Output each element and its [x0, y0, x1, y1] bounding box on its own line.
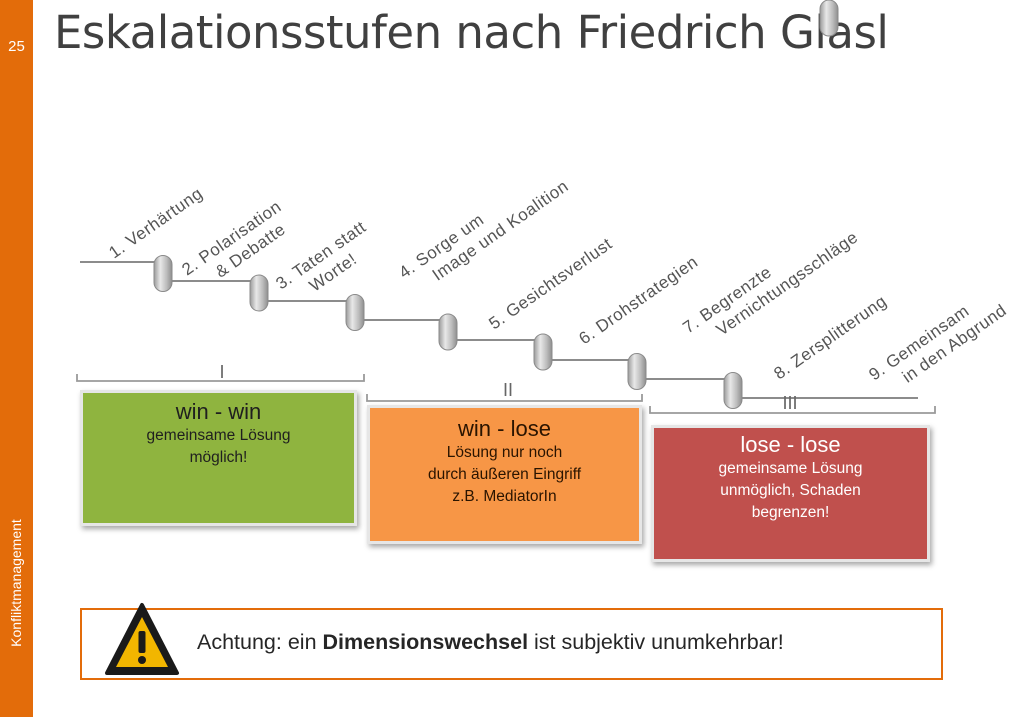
stage-6-label: 6. Drohstrategien [575, 252, 701, 348]
level-3-heading: lose - lose [740, 432, 841, 457]
staircase-peg [345, 294, 365, 331]
level-1-heading: win - win [175, 399, 262, 424]
warning-text: Achtung: ein Dimensionswechsel ist subje… [197, 630, 784, 655]
level-1-bracket [76, 374, 365, 382]
staircase-peg [533, 333, 553, 371]
stage-1-label: 1. Verhärtung [105, 184, 206, 263]
warning-text-bold: Dimensionswechsel [322, 630, 529, 654]
level-1-roman: I [219, 362, 224, 382]
staircase-lines [80, 261, 918, 399]
stage-9-label: 9. Gemeinsamin den Abgrund [865, 283, 1010, 401]
level-3-line-2: unmöglich, Schaden [720, 482, 861, 499]
warning-text-prefix: Achtung: ein [197, 630, 323, 654]
level-1-line-1: gemeinsame Lösung [146, 427, 291, 444]
level-2-line-3: z.B. MediatorIn [452, 488, 557, 505]
level-3-line-3: begrenzen! [751, 504, 830, 521]
stage-6-line-1: 6. Drohstrategien [575, 252, 701, 348]
page-number: 25 [8, 38, 25, 55]
staircase-peg [627, 353, 647, 390]
level-2-line-1: Lösung nur noch [446, 444, 563, 461]
stage-3-label: 3. Taten stattWorte! [272, 217, 381, 310]
level-2-bracket [366, 394, 643, 402]
page-title: Eskalationsstufen nach Friedrich Glasl [54, 6, 889, 59]
sidebar-bar [0, 0, 33, 717]
level-2-roman: II [503, 380, 513, 400]
level-1-line-2: möglich! [189, 449, 248, 466]
staircase-peg [819, 0, 839, 37]
level-3-line-1: gemeinsame Lösung [718, 460, 863, 477]
warning-box [80, 608, 943, 680]
level-2-heading: win - lose [458, 416, 551, 441]
staircase-pegs [153, 0, 839, 409]
level-1-box: win - win gemeinsame Lösung möglich! [80, 390, 357, 526]
level-3-bracket [649, 406, 936, 414]
level-2-line-2: durch äußeren Eingriff [427, 466, 582, 483]
stage-1-line-1: 1. Verhärtung [105, 184, 206, 263]
staircase-peg [723, 372, 743, 409]
staircase-peg [438, 313, 458, 351]
warning-triangle-icon [105, 603, 179, 675]
staircase-peg [153, 255, 173, 292]
level-2-box: win - lose Lösung nur noch durch äußeren… [367, 405, 642, 544]
warning-text-suffix: ist subjektiv unumkehrbar! [528, 630, 784, 654]
level-3-roman: III [782, 393, 797, 413]
level-3-box: lose - lose gemeinsame Lösung unmöglich,… [651, 425, 930, 562]
staircase-peg [249, 274, 269, 312]
